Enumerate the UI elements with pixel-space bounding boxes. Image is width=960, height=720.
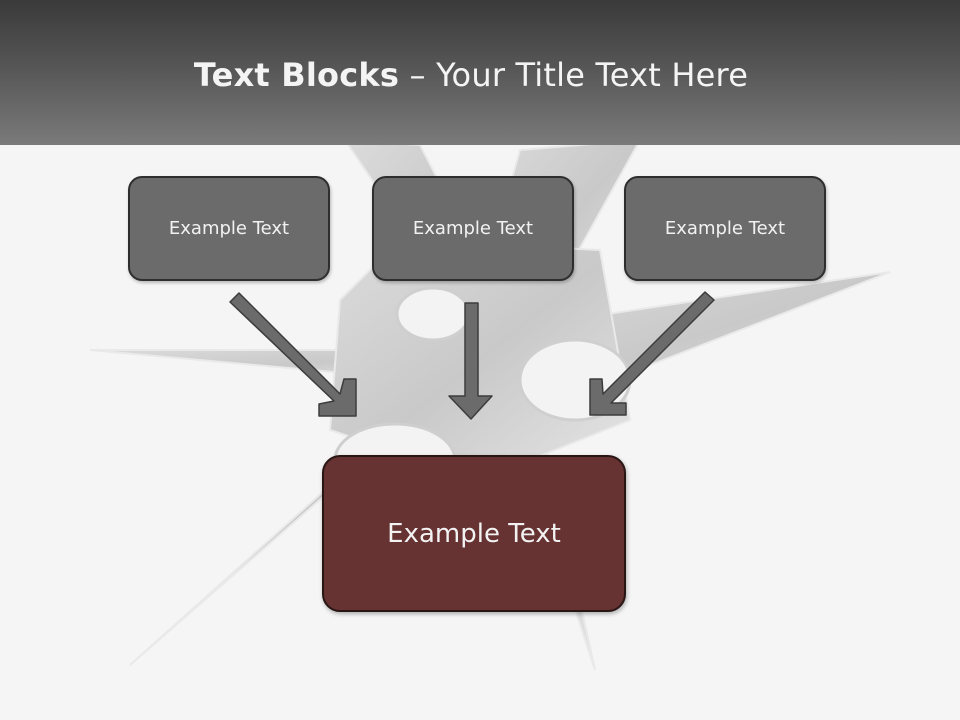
text-block-1[interactable]: Example Text — [128, 176, 330, 281]
text-block-2-label: Example Text — [412, 218, 534, 239]
text-block-2[interactable]: Example Text — [372, 176, 574, 281]
text-block-3-label: Example Text — [664, 218, 786, 239]
arrow-right — [589, 291, 715, 416]
text-block-1-label: Example Text — [168, 218, 290, 239]
slide-title: Text Blocks – Your Title Text Here — [0, 55, 942, 95]
title-bold: Text Blocks — [193, 56, 400, 94]
text-block-3[interactable]: Example Text — [624, 176, 826, 281]
target-block[interactable]: Example Text — [322, 455, 626, 612]
title-rest: Your Title Text Here — [436, 56, 749, 94]
target-block-label: Example Text — [387, 518, 561, 549]
title-separator: – — [399, 56, 437, 94]
title-bar — [0, 0, 960, 145]
arrow-left — [229, 292, 357, 417]
arrow-center — [448, 302, 493, 420]
